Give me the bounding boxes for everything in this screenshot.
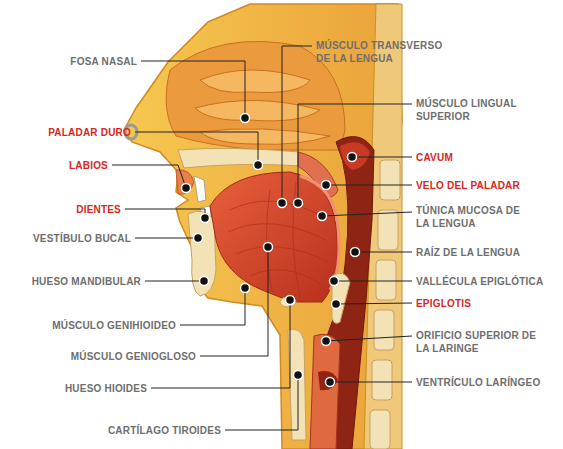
mucosa bbox=[300, 176, 339, 290]
part-label: VALLÉCULA EPIGLÓTICA bbox=[416, 275, 560, 288]
pointer-dots bbox=[182, 114, 360, 387]
part-label: MÚSCULO GENIHIOIDEO bbox=[52, 319, 176, 332]
pointer-dot bbox=[286, 296, 295, 305]
part-label: MÚSCULO GENIOGLOSO bbox=[71, 350, 196, 363]
leader-line bbox=[326, 336, 412, 341]
vertebra bbox=[370, 410, 390, 449]
mandible bbox=[188, 211, 216, 296]
vertebra bbox=[378, 210, 398, 250]
leader-line bbox=[180, 288, 245, 325]
part-label: HUESO HIOIDES bbox=[65, 382, 147, 395]
larynx bbox=[310, 334, 340, 449]
pointer-dot bbox=[264, 243, 273, 252]
leader-line bbox=[330, 382, 412, 383]
leader-line bbox=[125, 209, 205, 218]
pointer-dot bbox=[322, 337, 331, 346]
nasal-concha bbox=[200, 129, 330, 145]
leader-line bbox=[151, 302, 290, 388]
pointer-dot bbox=[194, 234, 203, 243]
pointer-dot bbox=[294, 371, 303, 380]
part-label: FOSA NASAL bbox=[70, 55, 137, 68]
leader-line bbox=[355, 252, 412, 253]
leader-line bbox=[135, 132, 258, 165]
laryngeal-ventricle bbox=[318, 371, 338, 390]
part-label: MÚSCULO LINGUAL SUPERIOR bbox=[416, 97, 556, 123]
pointer-dot bbox=[182, 184, 191, 193]
part-label: PALADAR DURO bbox=[48, 126, 131, 139]
pointer-dot bbox=[241, 284, 250, 293]
leader-line bbox=[135, 238, 198, 239]
part-label: VELO DEL PALADAR bbox=[416, 179, 520, 192]
vertebra bbox=[376, 260, 396, 300]
vertebra bbox=[372, 360, 392, 400]
pointer-dot bbox=[254, 161, 263, 170]
part-label: HUESO MANDIBULAR bbox=[32, 275, 141, 288]
hard-palate bbox=[178, 148, 302, 168]
vertebra bbox=[374, 310, 394, 350]
part-label: EPIGLOTIS bbox=[416, 297, 471, 310]
vertebra bbox=[380, 160, 400, 200]
leader-line bbox=[145, 281, 204, 282]
leader-line bbox=[200, 247, 268, 356]
pointer-dot bbox=[201, 214, 210, 223]
leader-line bbox=[352, 157, 412, 158]
part-label: TÚNICA MUCOSA DE LA LENGUA bbox=[416, 204, 536, 230]
leader-line bbox=[322, 212, 412, 216]
leader-line bbox=[141, 61, 245, 118]
leader-line bbox=[326, 185, 412, 186]
part-label: ORIFICIO SUPERIOR DE LA LARINGE bbox=[416, 329, 541, 355]
upper-lip bbox=[176, 170, 194, 195]
upper-tooth bbox=[194, 176, 206, 202]
pointer-dot bbox=[326, 378, 335, 387]
tongue bbox=[210, 172, 337, 302]
thyroid-cartilage bbox=[288, 329, 306, 440]
pointer-dot bbox=[330, 277, 339, 286]
part-label: CAVUM bbox=[416, 151, 453, 164]
leader-lines bbox=[112, 46, 412, 430]
pointer-dot bbox=[351, 248, 360, 257]
pointer-dot bbox=[241, 114, 250, 123]
pointer-dot bbox=[200, 277, 209, 286]
part-label: CARTÍLAGO TIROIDES bbox=[108, 424, 221, 437]
leader-line bbox=[112, 165, 186, 188]
tongue-fibres bbox=[228, 182, 328, 298]
leader-line bbox=[298, 104, 412, 203]
leader-line bbox=[336, 303, 412, 304]
cavum bbox=[340, 142, 370, 170]
part-label: VESTÍBULO BUCAL bbox=[33, 232, 131, 245]
nasal-concha bbox=[200, 70, 310, 93]
part-label: VENTRÍCULO LARÍNGEO bbox=[416, 376, 560, 389]
leader-line bbox=[334, 281, 412, 282]
pointer-dot bbox=[278, 199, 287, 208]
leader-line bbox=[282, 46, 312, 203]
pointer-dot bbox=[294, 199, 303, 208]
pointer-dot bbox=[332, 300, 341, 309]
pointer-dot bbox=[322, 181, 331, 190]
part-label: LABIOS bbox=[69, 159, 108, 172]
part-label: DIENTES bbox=[76, 203, 121, 216]
part-label: MÚSCULO TRANSVERSO DE LA LENGUA bbox=[316, 39, 446, 65]
pointer-dot bbox=[318, 212, 327, 221]
pointer-dot bbox=[348, 153, 357, 162]
leader-line bbox=[225, 375, 298, 430]
part-label: RAÍZ DE LA LENGUA bbox=[416, 246, 520, 259]
